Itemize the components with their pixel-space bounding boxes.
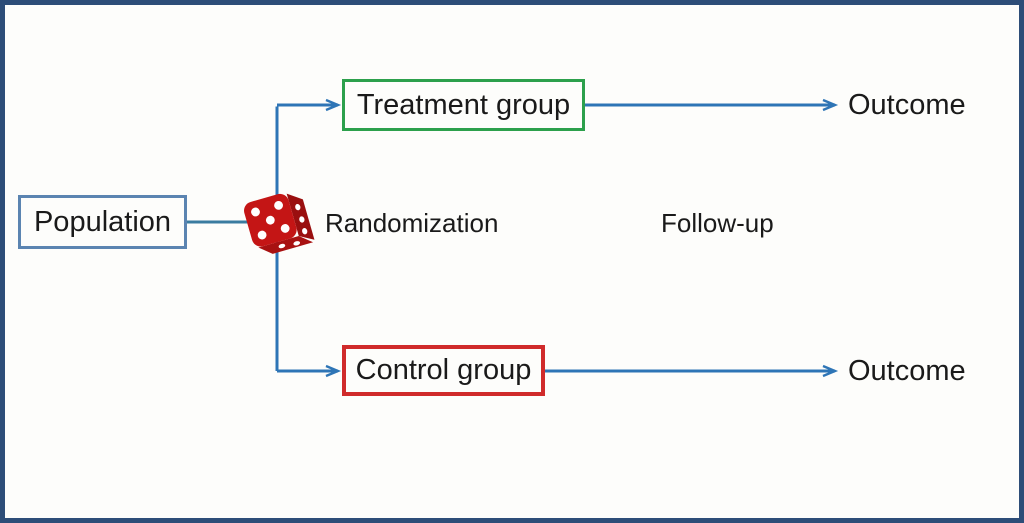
population-box: Population — [18, 195, 187, 249]
outcome-top-label: Outcome — [848, 89, 966, 121]
treatment-group-box: Treatment group — [342, 79, 585, 131]
control-group-label: Control group — [355, 354, 532, 386]
follow-up-label: Follow-up — [661, 208, 774, 238]
dice-icon — [244, 193, 315, 254]
treatment-group-label: Treatment group — [356, 88, 571, 121]
population-label: Population — [33, 205, 172, 238]
randomization-label: Randomization — [325, 208, 499, 238]
outcome-bottom-label: Outcome — [848, 355, 966, 387]
connector-layer — [187, 98, 839, 378]
control-group-box: Control group — [342, 345, 545, 396]
